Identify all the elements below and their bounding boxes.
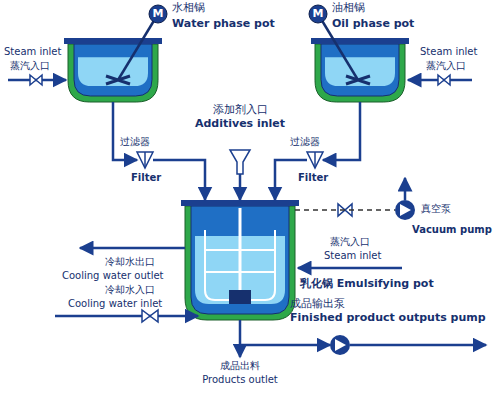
emulsifying-pot-vessel [181,200,299,206]
water-pot-vessel [68,44,158,102]
cooling-inlet-pipe [55,315,198,318]
node-label: 乳化锅 Emulsifying pot [300,278,434,290]
pipe-label: 冷却水入口 [105,284,155,296]
pipe-label: Steam inlet [4,46,61,58]
node-label: Vacuum pump [412,224,492,236]
pipe-label: 冷却水出口 [105,256,155,268]
pipe-label: Steam inlet [420,46,477,58]
node-label: Water phase pot [172,18,275,30]
motor-letter: M [313,8,324,20]
vacuum-pump: 真空泵Vacuum pump [395,200,415,220]
pipe-label: Cooling water inlet [68,298,162,310]
pipe-connector [239,174,242,200]
oil-pot-vessel [311,38,409,44]
homogenizer [229,290,251,304]
pump-symbol [330,335,350,355]
pipe-label: 成品出料 [220,360,260,372]
emulsifying-pot: 乳化锅 Emulsifying pot [185,200,295,320]
pump-symbol [400,204,411,216]
cooling-outlet-pipe [80,247,185,250]
funnel-symbol [230,150,250,174]
node-label: 真空泵 [421,203,451,215]
stirrer-shaft [118,14,158,80]
stirrer-blade [346,76,370,84]
paddle-frame [205,230,275,300]
product-pump: 成品输出泵Finished product outputs pump [330,335,350,355]
motor-symbol [149,5,167,23]
stirrer-shaft [239,208,242,296]
pipe-label: 蒸汽入口 [330,236,370,248]
filter-symbol [144,152,146,168]
steam-pipe [298,267,402,270]
filter-symbol [137,152,153,168]
node-label: Additives inlet [195,118,285,130]
pipe-connector [323,102,360,160]
pipe-label: Products outlet [202,374,278,386]
pipe-label: Steam inlet [324,250,381,262]
pipe-label: Cooling water outlet [62,270,164,282]
node-label: Finished product outputs pump [290,312,486,324]
emulsifying-pot-vessel [185,206,295,320]
motor-letter: M [153,8,164,20]
oil-pot-vessel [315,44,405,102]
water-pot-vessel [74,44,152,96]
emulsifying-pot-vessel [191,206,289,314]
node-label: 油相锅 [332,2,365,14]
node-label: 添加剂入口 [213,104,268,116]
valve-symbol [142,310,158,322]
water-phase-pot: 水相锅Water phase pot [68,38,158,102]
node-label: 过滤器 [290,136,320,148]
stirrer-blade [106,76,130,84]
product-outlet-pipe [239,345,242,357]
water-pot-vessel [64,38,162,44]
filter-symbol [307,152,323,168]
valve-symbol [30,75,42,85]
pipe-label: 蒸汽入口 [426,60,466,72]
node-label: Filter [298,172,328,184]
filter: 过滤器Filter [137,152,153,168]
valve-symbol [438,75,450,85]
oil-phase-pot: 油相锅Oil phase pot [315,38,405,102]
additives-inlet: 添加剂入口Additives inlet [230,150,250,174]
pipe-connector [295,209,395,211]
node-label: 过滤器 [120,136,150,148]
node-label: Oil phase pot [332,18,414,30]
motor-symbol [309,5,327,23]
filter: 过滤器Filter [307,152,323,168]
filter-symbol [314,152,316,168]
node-label: 成品输出泵 [290,298,345,310]
node-label: Filter [131,172,161,184]
product-output-pipe [350,344,486,347]
pump-symbol [335,339,346,351]
node-label: 水相锅 [172,2,205,14]
oil-pot-vessel [321,44,399,96]
oil-pot-vessel [325,57,395,86]
pipe-label: 蒸汽入口 [10,60,50,72]
water-pot-vessel [78,57,148,86]
pump-symbol [395,200,415,220]
pipe-connector [113,102,137,160]
exhaust-pipe [404,178,407,200]
